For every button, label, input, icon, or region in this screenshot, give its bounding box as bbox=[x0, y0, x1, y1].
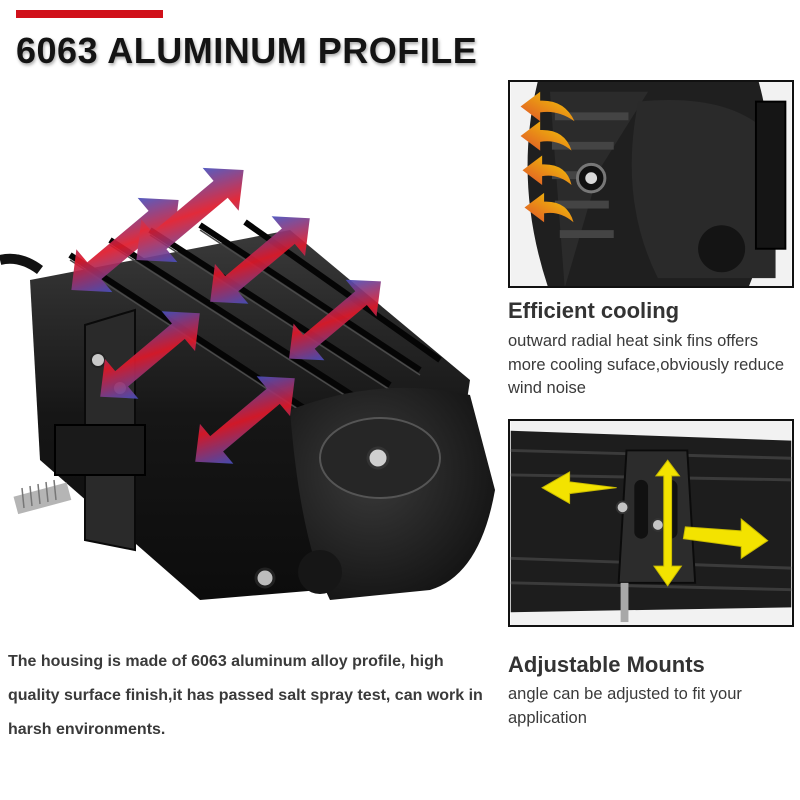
page-title: 6063 ALUMINUM PROFILE bbox=[16, 30, 478, 71]
main-product-image bbox=[0, 160, 500, 610]
mount-detail-image bbox=[508, 419, 794, 627]
feature-description-cooling: outward radial heat sink fins offers mor… bbox=[508, 332, 785, 397]
feature-title-cooling: Efficient cooling bbox=[508, 298, 680, 323]
feature-title-mounts: Adjustable Mounts bbox=[508, 652, 705, 677]
accent-bar bbox=[16, 10, 163, 18]
feature-description-mounts: angle can be adjusted to fit your applic… bbox=[508, 685, 742, 727]
housing-description: The housing is made of 6063 aluminum all… bbox=[8, 653, 483, 738]
cooling-detail-image bbox=[508, 80, 794, 288]
